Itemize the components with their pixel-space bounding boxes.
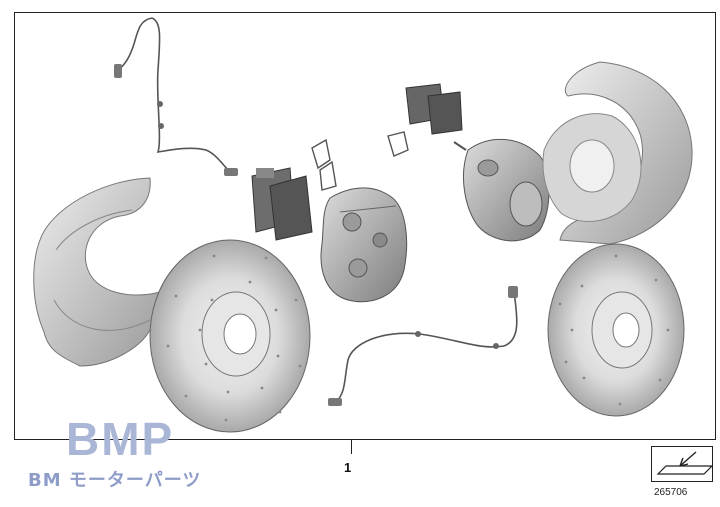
part-leader-line — [351, 440, 352, 454]
watermark-subtitle: BM モーターパーツ — [28, 470, 202, 491]
reference-number: 265706 — [654, 487, 688, 498]
wear-sensor-upper — [114, 17, 238, 176]
brake-dust-shield-rear — [542, 61, 693, 245]
brake-caliper-rear — [462, 138, 550, 242]
wear-sensor-lower — [328, 286, 518, 406]
brake-dust-shield-front — [33, 177, 164, 367]
brake-disc-front — [149, 239, 311, 433]
rear-pad-clips — [387, 131, 467, 157]
watermark-logo: BMP — [66, 413, 175, 465]
reference-box — [651, 446, 713, 482]
brake-pads-front — [251, 167, 313, 241]
brake-pads-rear — [405, 83, 463, 135]
pad-retaining-clips — [311, 138, 337, 191]
brake-caliper-front — [320, 187, 408, 303]
part-number-label: 1 — [344, 460, 352, 475]
brake-disc-rear — [547, 243, 685, 417]
